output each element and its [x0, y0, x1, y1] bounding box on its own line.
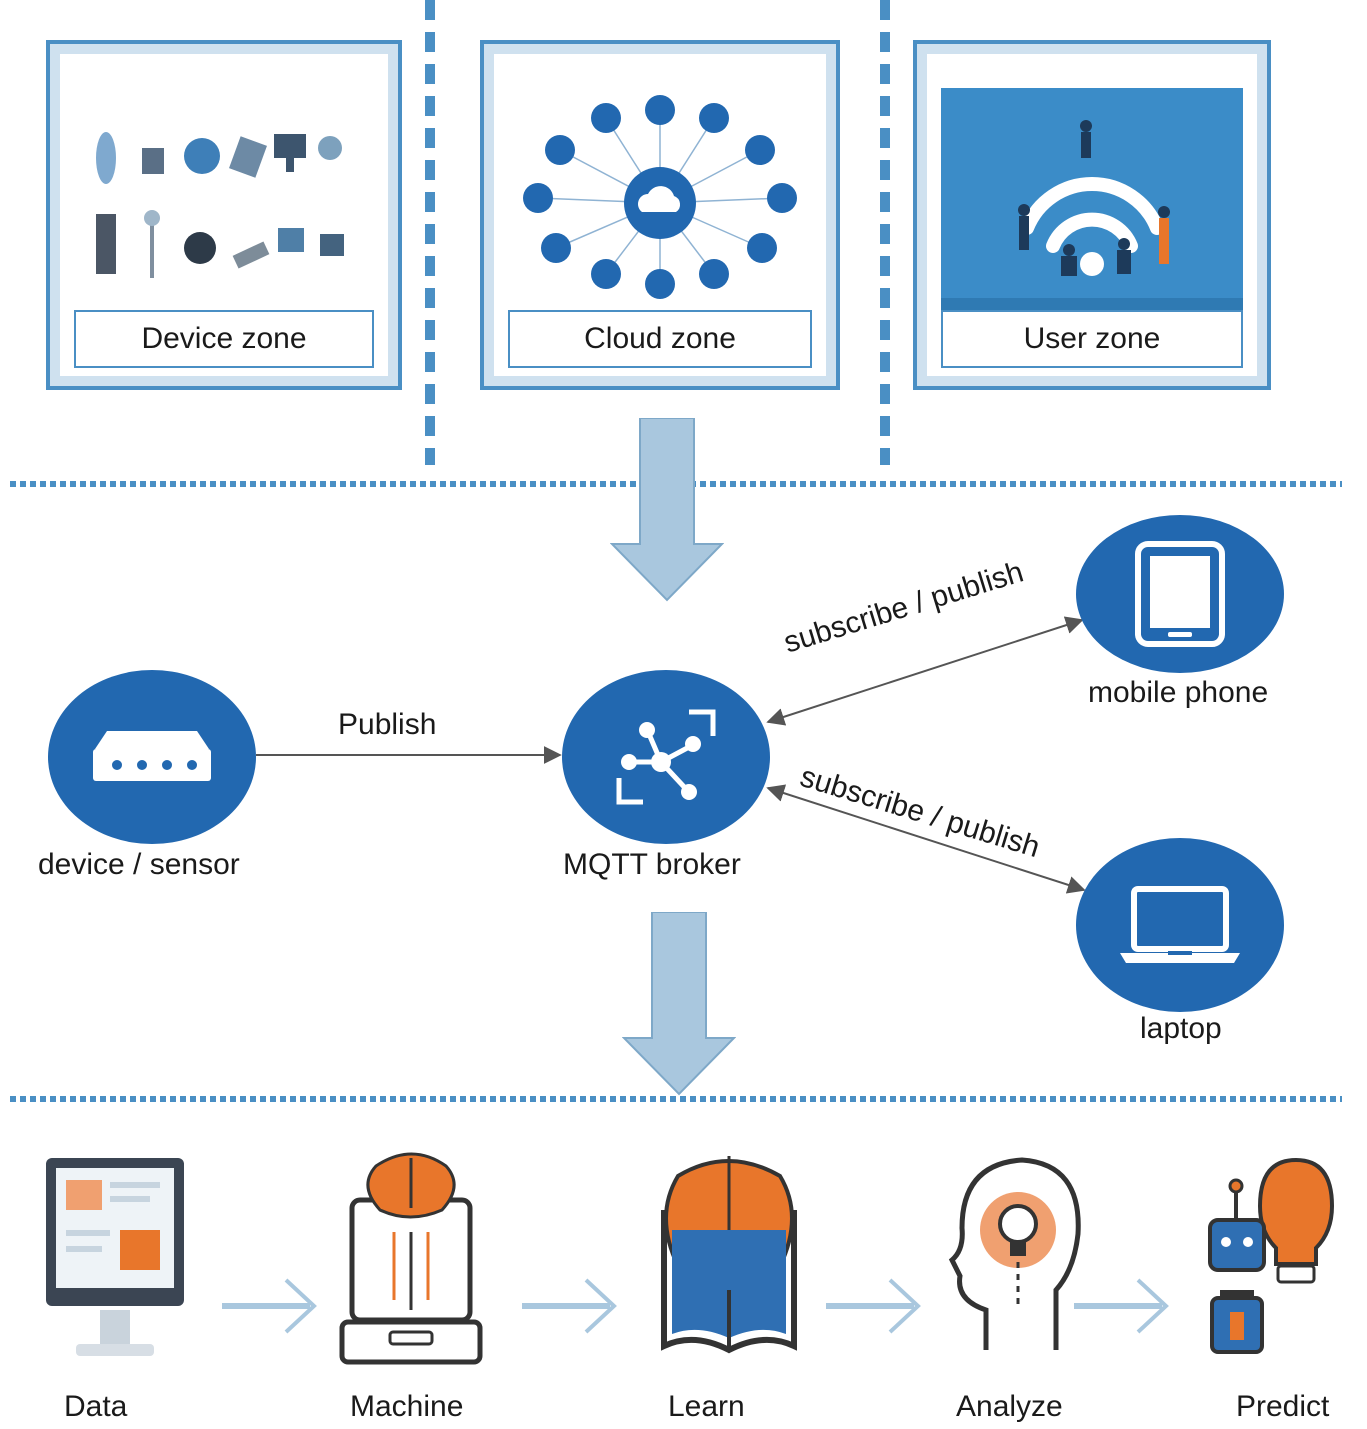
zone-divider-1 — [425, 0, 435, 465]
pipeline-label-analyze: Analyze — [956, 1390, 1063, 1423]
laptop-edge — [766, 784, 1086, 894]
laptop-node — [1076, 838, 1284, 1012]
pipeline-arrow-icon — [222, 1278, 317, 1334]
mqtt-broker-label: MQTT broker — [563, 848, 741, 881]
pipeline-arrow-icon — [826, 1278, 921, 1334]
pipeline-label-data: Data — [64, 1390, 128, 1423]
hub-network-icon — [616, 709, 716, 805]
publish-edge-label: Publish — [338, 708, 437, 741]
pipeline-label-learn: Learn — [668, 1390, 745, 1423]
mqtt-broker-node — [562, 670, 770, 844]
laptop-label: laptop — [1140, 1012, 1222, 1045]
device-sensor-node — [48, 670, 256, 844]
mobile-phone-label: mobile phone — [1088, 676, 1269, 709]
device-zone-label: Device zone — [74, 310, 374, 368]
device-sensor-label: device / sensor — [38, 848, 240, 881]
pipeline-label-machine: Machine — [350, 1390, 464, 1423]
wifi-users-illustration-icon — [941, 88, 1243, 318]
book-brain-icon — [661, 1156, 797, 1354]
zone-divider-2 — [880, 0, 890, 465]
router-icon — [93, 731, 211, 781]
robot-bulb-icon — [1208, 1157, 1335, 1354]
pipeline-step-analyze — [946, 1150, 1106, 1380]
pipeline-step-machine — [336, 1150, 496, 1380]
pipeline-step-learn — [654, 1150, 814, 1380]
pipeline-step-predict — [1196, 1150, 1356, 1380]
user-zone-label: User zone — [941, 310, 1243, 368]
phone-edge — [766, 616, 1084, 726]
cloud-network-icon — [508, 88, 812, 318]
pipeline-label-predict: Predict — [1236, 1390, 1330, 1423]
mobile-phone-node — [1076, 515, 1284, 673]
down-arrow-icon — [622, 912, 736, 1096]
pipeline-step-data — [40, 1150, 200, 1380]
laptop-icon — [1120, 886, 1240, 963]
cloud-zone-label: Cloud zone — [508, 310, 812, 368]
pipeline-arrow-icon — [1074, 1278, 1169, 1334]
user-zone-panel: User zone — [913, 40, 1271, 390]
tablet-icon — [1135, 541, 1225, 647]
pipeline-arrow-icon — [522, 1278, 617, 1334]
down-arrow-icon — [610, 418, 724, 602]
section-separator-bottom — [10, 1096, 1342, 1102]
head-bulb-icon — [948, 1157, 1081, 1350]
edge-lines — [256, 616, 1086, 894]
monitor-data-icon — [46, 1158, 184, 1356]
device-zone-panel: Device zone — [46, 40, 402, 390]
devices-collage-icon — [74, 88, 374, 318]
cloud-zone-panel: Cloud zone — [480, 40, 840, 390]
machine-brain-icon — [339, 1152, 483, 1365]
